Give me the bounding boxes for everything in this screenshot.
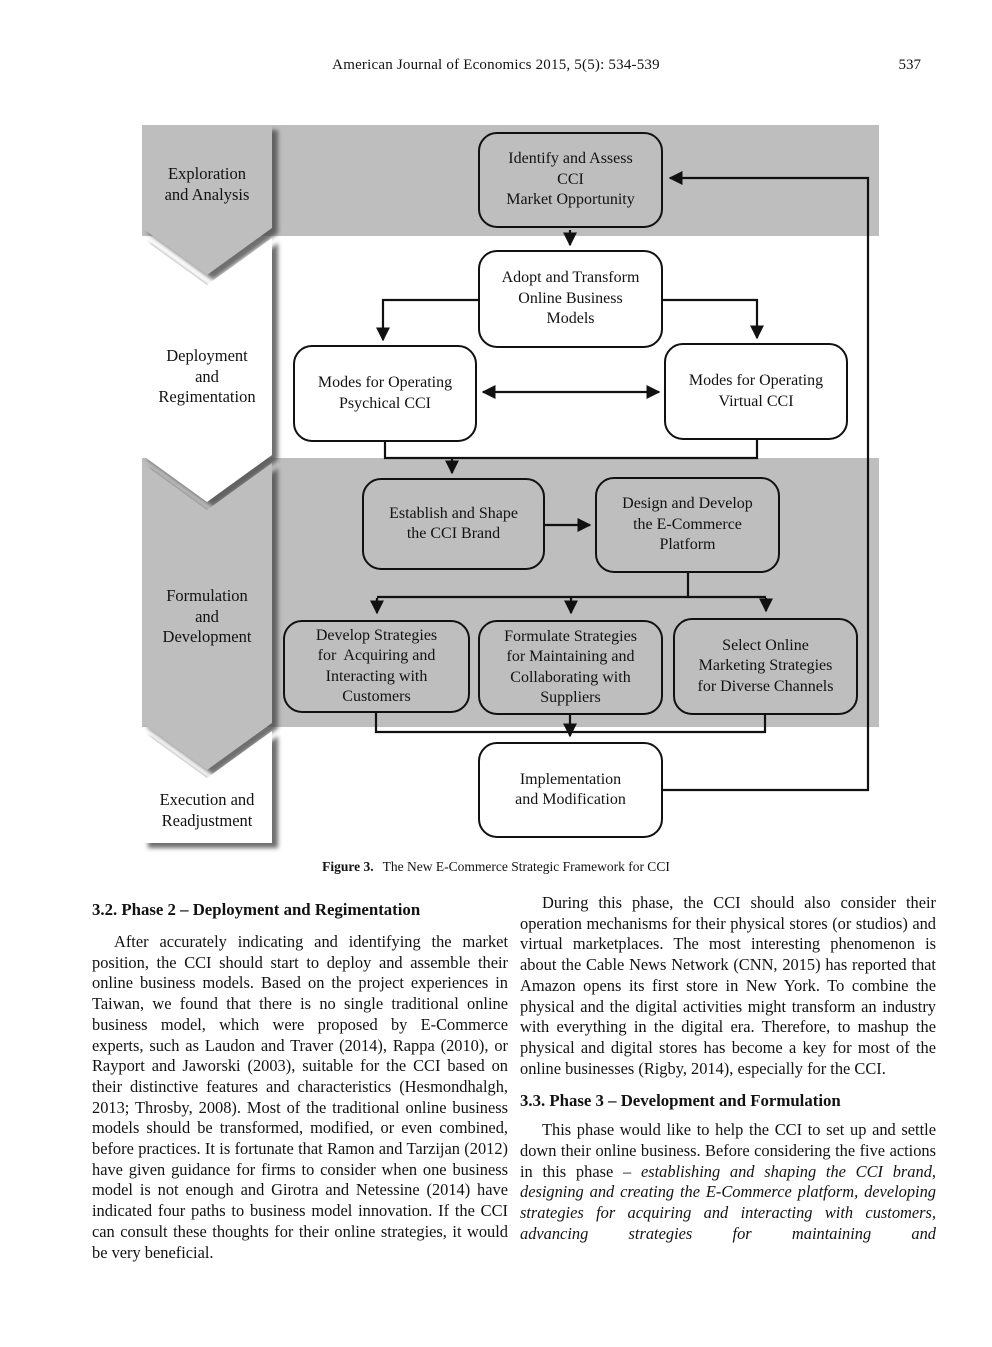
paragraph-phase3: This phase would like to help the CCI to… bbox=[520, 1120, 936, 1244]
paragraph-phase2: After accurately indicating and identify… bbox=[92, 932, 508, 1262]
line-design-split bbox=[377, 573, 766, 599]
node-formulate-supplier-strategies: Formulate Strategies for Maintaining and… bbox=[478, 620, 663, 715]
phase-label-exploration: Exploration and Analysis bbox=[164, 164, 250, 204]
paragraph-phase3-plain: This phase would like to help the CCI to… bbox=[520, 1120, 936, 1181]
phase-label-formulation: Formulation and Development bbox=[162, 586, 252, 646]
chevron-exploration bbox=[142, 125, 272, 275]
figure-caption: Figure 3. The New E-Commerce Strategic Fr… bbox=[0, 859, 992, 875]
chevron-execution bbox=[142, 731, 272, 843]
figure-caption-text: The New E-Commerce Strategic Framework f… bbox=[382, 859, 670, 874]
phase-chevrons bbox=[142, 125, 272, 843]
section-heading-phase3: 3.3. Phase 3 – Development and Formulati… bbox=[520, 1091, 841, 1111]
node-adopt-business-models: Adopt and Transform Online Business Mode… bbox=[478, 250, 663, 348]
node-select-marketing-strategies: Select Online Marketing Strategies for D… bbox=[673, 618, 858, 715]
node-identify-market-opportunity: Identify and Assess CCI Market Opportuni… bbox=[478, 132, 663, 228]
journal-header: American Journal of Economics 2015, 5(5)… bbox=[332, 57, 660, 73]
node-establish-cci-brand: Establish and Shape the CCI Brand bbox=[362, 478, 545, 570]
node-design-ecommerce-platform: Design and Develop the E-Commerce Platfo… bbox=[595, 477, 780, 573]
arrow-adopt-to-psychical bbox=[375, 298, 478, 342]
flow-connectors bbox=[369, 170, 870, 792]
paragraph-phase2-continued: During this phase, the CCI should also c… bbox=[520, 893, 936, 1078]
arrow-feedback-loop bbox=[663, 170, 870, 792]
phase-label-deployment: Deployment and Regimentation bbox=[158, 346, 256, 406]
phase-label-execution: Execution and Readjustment bbox=[159, 790, 255, 830]
node-modes-psychical-cci: Modes for Operating Psychical CCI bbox=[293, 345, 477, 442]
section-heading-phase2: 3.2. Phase 2 – Deployment and Regimentat… bbox=[92, 900, 421, 919]
arrow-adopt-to-virtual bbox=[663, 298, 765, 340]
figure-caption-label: Figure 3. bbox=[322, 859, 374, 874]
article-right-column: During this phase, the CCI should also c… bbox=[520, 893, 936, 1245]
chevron-deployment bbox=[142, 238, 272, 502]
node-implementation-modification: Implementation and Modification bbox=[478, 742, 663, 838]
article-left-column: 3.2. Phase 2 – Deployment and Regimentat… bbox=[92, 899, 508, 1263]
node-develop-customer-strategies: Develop Strategies for Acquiring and Int… bbox=[283, 620, 470, 713]
paragraph-phase3-italic: establishing and shaping the CCI brand, … bbox=[520, 1161, 936, 1243]
line-modes-join bbox=[383, 440, 759, 460]
page-number: 537 bbox=[898, 57, 922, 73]
chevron-formulation bbox=[142, 463, 272, 770]
node-modes-virtual-cci: Modes for Operating Virtual CCI bbox=[664, 343, 848, 440]
